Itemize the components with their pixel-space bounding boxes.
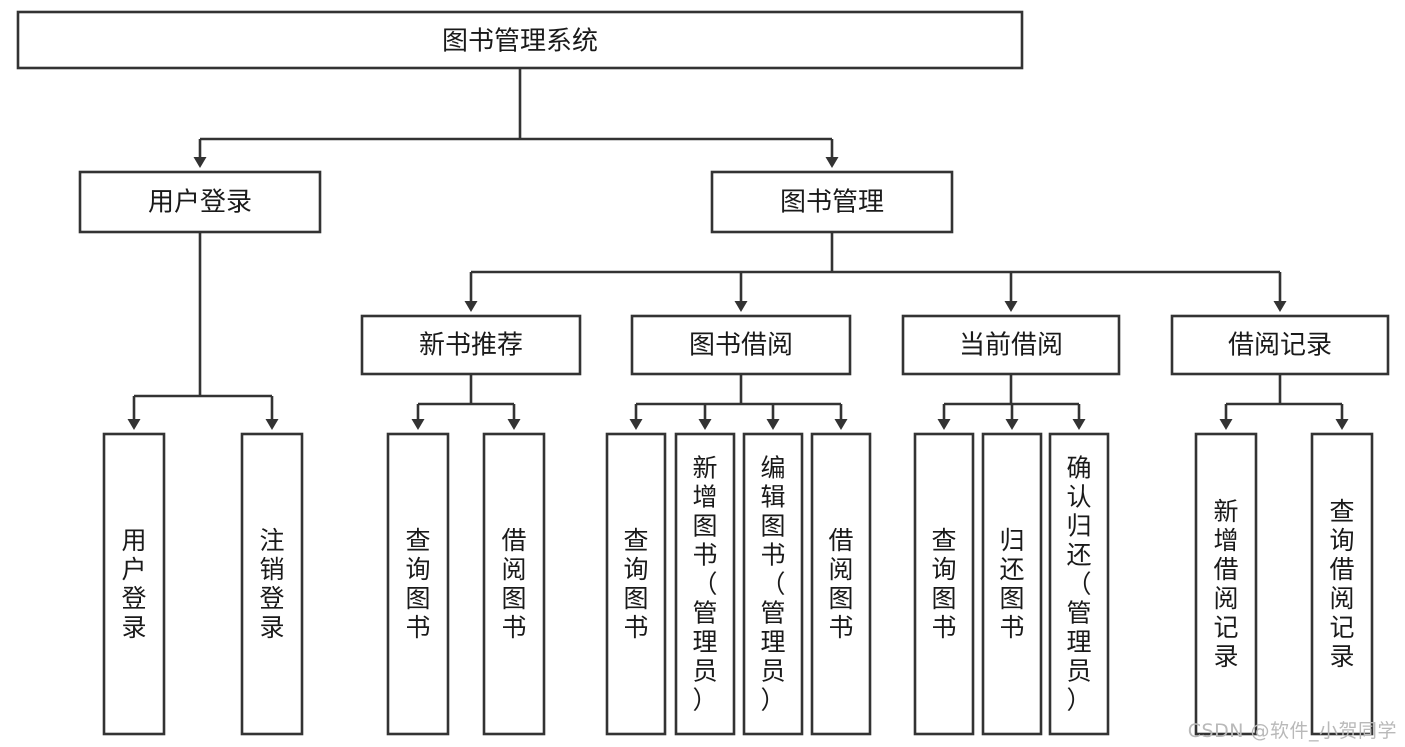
node-leaf-return-book-box[interactable] xyxy=(981,432,1043,736)
node-leaf-user-login[interactable]: 用户登录 xyxy=(102,432,166,736)
node-leaf-query-book-3-box[interactable] xyxy=(913,432,975,736)
node-new-book-recommend-box[interactable] xyxy=(360,314,582,376)
node-leaf-confirm-return-label: 确认归还（管理员） xyxy=(1066,454,1091,715)
node-leaf-query-book-2[interactable]: 查询图书 xyxy=(605,432,667,736)
node-leaf-query-book-3[interactable]: 查询图书 xyxy=(913,432,975,736)
node-leaf-add-record[interactable]: 新增借阅记录 xyxy=(1194,432,1258,736)
node-leaf-add-book-box[interactable] xyxy=(674,432,736,736)
connectors xyxy=(127,68,1349,430)
node-leaf-borrow-book-1-box[interactable] xyxy=(482,432,546,736)
node-leaf-borrow-book-2-box[interactable] xyxy=(810,432,872,736)
node-book-manage-label: 图书管理 xyxy=(780,188,884,218)
node-user-login[interactable]: 用户登录 xyxy=(78,170,322,234)
node-new-book-recommend-label: 新书推荐 xyxy=(419,331,523,361)
node-leaf-logout-box[interactable] xyxy=(240,432,304,736)
node-leaf-return-book-label: 归还图书 xyxy=(999,526,1024,642)
node-root[interactable]: 图书管理系统 xyxy=(16,10,1024,70)
node-leaf-confirm-return-box[interactable] xyxy=(1048,432,1110,736)
node-leaf-query-book-1[interactable]: 查询图书 xyxy=(386,432,450,736)
node-leaf-query-record[interactable]: 查询借阅记录 xyxy=(1310,432,1374,736)
node-leaf-borrow-book-1[interactable]: 借阅图书 xyxy=(482,432,546,736)
node-root-box[interactable] xyxy=(16,10,1024,70)
node-leaf-edit-book-box[interactable] xyxy=(742,432,804,736)
node-book-manage[interactable]: 图书管理 xyxy=(710,170,954,234)
node-leaf-add-record-box[interactable] xyxy=(1194,432,1258,736)
node-leaf-borrow-book-1-label: 借阅图书 xyxy=(501,526,526,642)
node-leaf-add-book[interactable]: 新增图书（管理员） xyxy=(674,432,736,736)
node-leaf-query-book-1-label: 查询图书 xyxy=(405,526,430,642)
node-leaf-query-book-3-label: 查询图书 xyxy=(931,526,956,642)
node-current-borrow-label: 当前借阅 xyxy=(959,331,1063,361)
node-borrow-record-box[interactable] xyxy=(1170,314,1390,376)
node-current-borrow-box[interactable] xyxy=(901,314,1121,376)
node-user-login-label: 用户登录 xyxy=(148,188,252,218)
node-leaf-query-record-box[interactable] xyxy=(1310,432,1374,736)
node-leaf-borrow-book-2[interactable]: 借阅图书 xyxy=(810,432,872,736)
node-leaf-add-record-label: 新增借阅记录 xyxy=(1213,497,1238,671)
node-book-manage-box[interactable] xyxy=(710,170,954,234)
node-borrow-record[interactable]: 借阅记录 xyxy=(1170,314,1390,376)
node-leaf-borrow-book-2-label: 借阅图书 xyxy=(828,526,853,642)
node-leaf-return-book[interactable]: 归还图书 xyxy=(981,432,1043,736)
node-book-borrow-label: 图书借阅 xyxy=(689,331,793,361)
node-leaf-edit-book-label: 编辑图书（管理员） xyxy=(760,454,785,715)
node-leaf-query-book-1-box[interactable] xyxy=(386,432,450,736)
node-leaf-confirm-return[interactable]: 确认归还（管理员） xyxy=(1048,432,1110,736)
node-root-label: 图书管理系统 xyxy=(442,27,598,57)
node-leaf-query-book-2-box[interactable] xyxy=(605,432,667,736)
node-leaf-query-record-label: 查询借阅记录 xyxy=(1329,497,1354,671)
node-current-borrow[interactable]: 当前借阅 xyxy=(901,314,1121,376)
node-new-book-recommend[interactable]: 新书推荐 xyxy=(360,314,582,376)
node-leaf-user-login-box[interactable] xyxy=(102,432,166,736)
node-leaf-user-login-label: 用户登录 xyxy=(121,526,146,642)
node-leaf-edit-book[interactable]: 编辑图书（管理员） xyxy=(742,432,804,736)
node-user-login-box[interactable] xyxy=(78,170,322,234)
node-leaf-query-book-2-label: 查询图书 xyxy=(623,526,648,642)
node-book-borrow-box[interactable] xyxy=(630,314,852,376)
node-leaf-logout-label: 注销登录 xyxy=(259,526,284,642)
node-borrow-record-label: 借阅记录 xyxy=(1228,331,1332,361)
node-leaf-logout[interactable]: 注销登录 xyxy=(240,432,304,736)
node-book-borrow[interactable]: 图书借阅 xyxy=(630,314,852,376)
watermark-text: CSDN @软件_小贺同学 xyxy=(1187,720,1397,742)
node-leaf-add-book-label: 新增图书（管理员） xyxy=(692,454,717,715)
leaf-nodes: 用户登录 注销登录 查询图书 借阅图书 查询图书 新增图书（管理员） 编辑图书（管理员） 借阅… xyxy=(102,432,1374,736)
